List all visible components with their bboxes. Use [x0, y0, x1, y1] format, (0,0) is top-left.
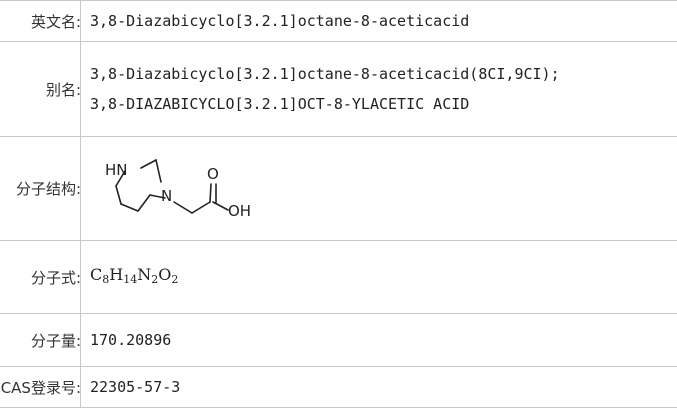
molecular-weight: 170.20896: [90, 325, 677, 355]
row-aliases: 别名: 3,8-Diazabicyclo[3.2.1]octane-8-acet…: [0, 42, 677, 137]
value-aliases: 3,8-Diazabicyclo[3.2.1]octane-8-aceticac…: [81, 42, 677, 137]
molecular-formula: C8H14N2O2: [90, 260, 677, 295]
value-structure: HN N O OH: [81, 137, 677, 241]
molecule-structure-image: HN N O OH: [94, 144, 274, 234]
label-structure: 分子结构:: [0, 137, 81, 241]
label-mass: 分子量:: [0, 314, 81, 367]
value-cas: 22305-57-3: [81, 367, 677, 408]
row-cas: CAS登录号: 22305-57-3: [0, 367, 677, 408]
atom-hn: HN: [105, 161, 128, 179]
row-structure: 分子结构: HN N O: [0, 137, 677, 241]
label-cas: CAS登录号:: [0, 367, 81, 408]
row-mass: 分子量: 170.20896: [0, 314, 677, 367]
label-aliases: 别名:: [0, 42, 81, 137]
value-english-name: 3,8-Diazabicyclo[3.2.1]octane-8-aceticac…: [81, 1, 677, 42]
english-name-text: 3,8-Diazabicyclo[3.2.1]octane-8-aceticac…: [90, 6, 677, 36]
label-formula: 分子式:: [0, 241, 81, 314]
label-english-name: 英文名:: [0, 1, 81, 42]
cas-number: 22305-57-3: [90, 372, 677, 402]
atom-n: N: [161, 187, 172, 205]
value-mass: 170.20896: [81, 314, 677, 367]
alias-line-2: 3,8-DIAZABICYCLO[3.2.1]OCT-8-YLACETIC AC…: [90, 89, 677, 119]
row-formula: 分子式: C8H14N2O2: [0, 241, 677, 314]
atom-o: O: [207, 165, 219, 183]
atom-oh: OH: [228, 202, 251, 220]
alias-line-1: 3,8-Diazabicyclo[3.2.1]octane-8-aceticac…: [90, 59, 677, 89]
row-english-name: 英文名: 3,8-Diazabicyclo[3.2.1]octane-8-ace…: [0, 1, 677, 42]
value-formula: C8H14N2O2: [81, 241, 677, 314]
